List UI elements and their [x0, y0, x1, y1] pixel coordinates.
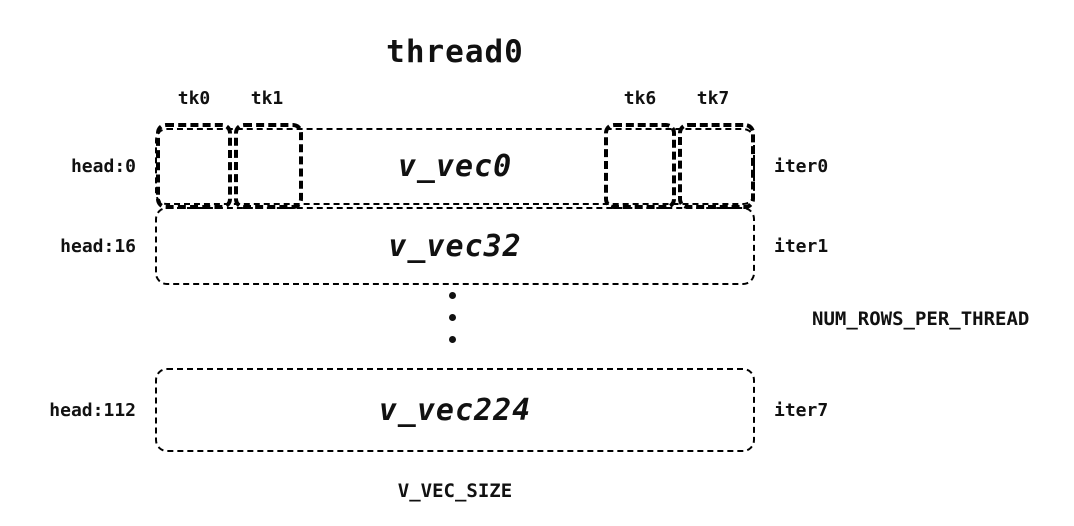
v-vec-size-label: V_VEC_SIZE	[397, 480, 513, 502]
ellipsis-dot	[448, 314, 456, 321]
ellipsis-dot	[448, 292, 456, 299]
tk7-box	[678, 123, 755, 209]
tk6-box	[604, 123, 676, 209]
head-0-label: head:0	[70, 156, 136, 177]
tk1-label: tk1	[250, 88, 284, 109]
ellipsis-dot	[448, 336, 456, 343]
tk6-label: tk6	[623, 88, 657, 109]
iter1-label: iter1	[774, 236, 829, 257]
iter0-label: iter0	[774, 156, 829, 177]
diagram-title: thread0	[386, 34, 524, 70]
v-vec0-label: v_vec0	[397, 149, 513, 184]
vertical-ellipsis	[437, 292, 467, 358]
iter7-label: iter7	[774, 400, 829, 421]
v-vec224-label: v_vec224	[378, 392, 532, 428]
tk0-label: tk0	[177, 88, 211, 109]
tk1-box	[234, 123, 303, 209]
tk7-label: tk7	[696, 88, 730, 109]
head-16-label: head:16	[60, 236, 136, 257]
num-rows-per-thread-label: NUM_ROWS_PER_THREAD	[812, 308, 1030, 330]
iter1-row-box: v_vec32	[155, 207, 755, 285]
v-vec32-label: v_vec32	[388, 228, 522, 264]
tk0-box	[156, 123, 232, 209]
head-112-label: head:112	[49, 400, 136, 421]
iter7-row-box: v_vec224	[155, 368, 755, 452]
